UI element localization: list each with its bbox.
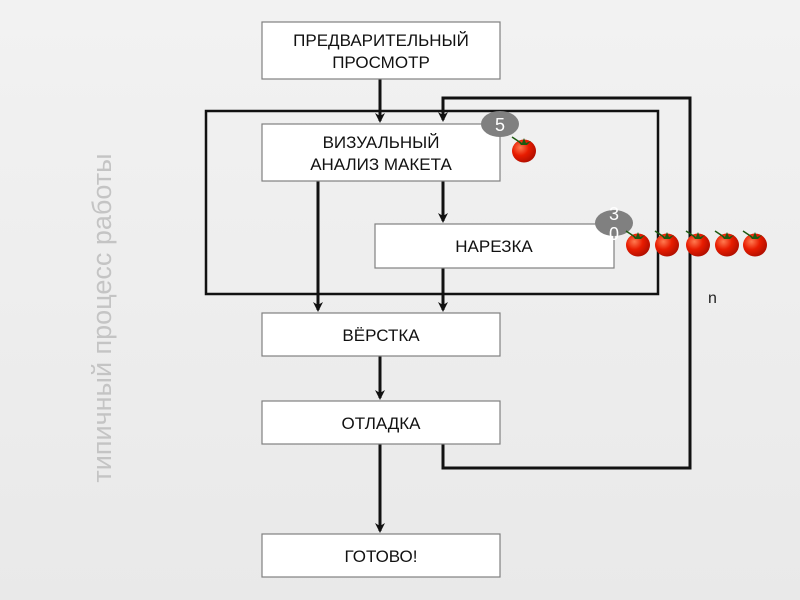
step-debug: ОТЛАДКА xyxy=(261,400,501,445)
tomato-icon xyxy=(625,230,651,258)
tomato-icon xyxy=(511,136,537,164)
step-done-label: ГОТОВО! xyxy=(344,547,417,566)
step-visual-analysis: ВИЗУАЛЬНЫЙ АНАЛИЗ МАКЕТА xyxy=(261,123,501,182)
step-slicing-label: НАРЕЗКА xyxy=(455,237,533,256)
step-preview: ПРЕДВАРИТЕЛЬНЫЙ ПРОСМОТР xyxy=(261,21,501,80)
step-visual-line2: АНАЛИЗ МАКЕТА xyxy=(310,155,452,174)
step-preview-line2: ПРОСМОТР xyxy=(332,53,430,72)
tomato-icon xyxy=(714,230,740,258)
iteration-loop-arrow xyxy=(438,96,692,470)
tomato-icon xyxy=(742,230,768,258)
step-preview-line1: ПРЕДВАРИТЕЛЬНЫЙ xyxy=(293,31,469,50)
badge-visual: 5 xyxy=(481,111,519,137)
side-title: типичный процесс работы xyxy=(87,153,117,482)
badge-visual-text: 5 xyxy=(495,115,505,135)
analysis-group-frame xyxy=(204,109,660,296)
loop-count-label: n xyxy=(708,290,717,307)
step-slicing: НАРЕЗКА xyxy=(374,223,615,269)
step-visual-line1: ВИЗУАЛЬНЫЙ xyxy=(323,133,440,152)
badge-slicing-text-1: 3 xyxy=(609,204,619,224)
step-layout-label: ВЁРСТКА xyxy=(342,326,420,345)
step-debug-label: ОТЛАДКА xyxy=(341,414,421,433)
step-done: ГОТОВО! xyxy=(261,533,501,578)
badge-slicing-text-2: 0 xyxy=(609,224,619,244)
step-layout: ВЁРСТКА xyxy=(261,312,501,357)
badge-slicing: 3 0 xyxy=(595,204,633,244)
